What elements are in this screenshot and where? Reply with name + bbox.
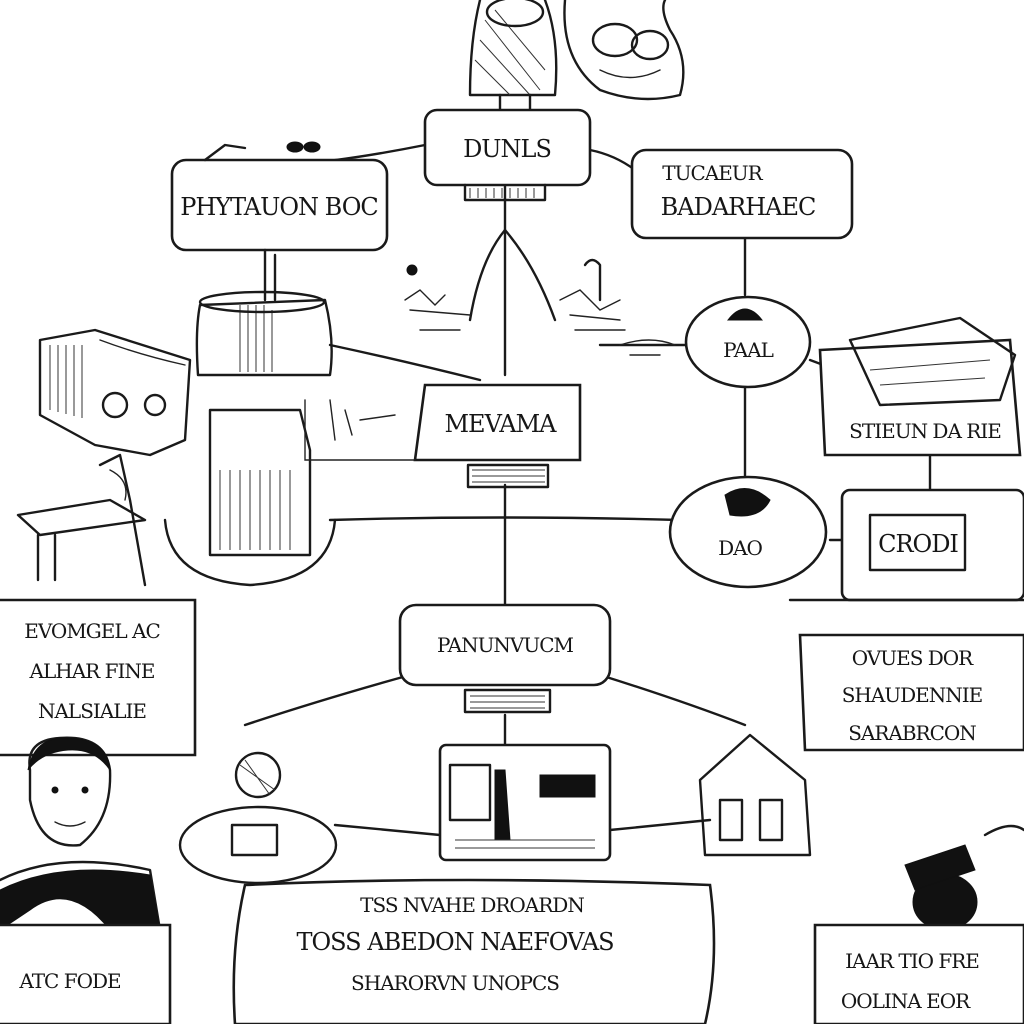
right-note-line-1: OVUES DOR	[852, 646, 974, 670]
node-right-box-label: STIEUN DA RIE	[849, 419, 1001, 443]
node-top-right-label-2: BADARHAEC	[661, 193, 816, 221]
right-note: OVUES DOR SHAUDENNIE SARABRCON	[798, 633, 1024, 752]
top-figure-sketch	[468, 0, 558, 117]
camera-sketch	[904, 824, 1024, 931]
node-right-circle-lower-label: DAO	[718, 536, 762, 560]
bottom-center-note: TSS NVAHE DROARDN TOSS ABEDON NAEFOVAS S…	[232, 878, 716, 1024]
bottom-left-note: ATC FODE	[0, 923, 172, 1024]
node-right-circle-upper: PAAL	[684, 295, 812, 389]
left-note: EVOMGEL AC ALHAR FINE NALSIALIE	[0, 598, 197, 757]
node-top-center: DUNLS	[423, 108, 592, 202]
left-globe-sketch	[38, 328, 192, 457]
bottom-center-device-sketch	[438, 743, 612, 862]
node-middle-center: MEVAMA	[304, 383, 582, 489]
bottom-left-label: ATC FODE	[18, 969, 120, 993]
bottom-center-line-3: SHARORVN UNOPCS	[351, 971, 559, 995]
bottom-right-line-1: IAAR TIO FRE	[845, 949, 979, 973]
right-note-line-3: SARABRCON	[848, 721, 976, 745]
bottom-center-line-1: TSS NVAHE DROARDN	[360, 893, 584, 917]
node-top-right: TUCAEUR BADARHAEC	[630, 148, 854, 240]
left-note-line-3: NALSIALIE	[38, 699, 146, 723]
right-note-line-2: SHAUDENNIE	[842, 683, 983, 707]
bottom-center-line-2: TOSS ABEDON NAEFOVAS	[296, 928, 613, 956]
node-right-box: STIEUN DA RIE	[818, 316, 1022, 457]
node-top-left: PHYTAUON BOC	[170, 141, 389, 302]
node-right-circle-lower: DAO	[668, 475, 828, 589]
connector-lines	[243, 143, 932, 837]
left-machine-sketch	[163, 408, 337, 587]
node-top-right-label-1: TUCAEUR	[662, 161, 763, 185]
node-top-left-label: PHYTAUON BOC	[180, 193, 378, 221]
node-lower-center-label: PANUNVUCM	[437, 633, 574, 657]
node-lower-center: PANUNVUCM	[398, 603, 612, 714]
top-right-face-sketch	[563, 0, 685, 101]
bottom-left-lamp-sketch	[178, 751, 338, 885]
node-right-screen: CRODI	[788, 488, 1024, 602]
bottom-right-note: IAAR TIO FRE OOLINA EOR	[813, 923, 1024, 1024]
left-note-line-1: EVOMGEL AC	[24, 619, 160, 643]
node-right-screen-label: CRODI	[878, 530, 958, 558]
portrait-sketch	[0, 736, 162, 937]
node-right-circle-upper-label: PAAL	[723, 338, 774, 362]
left-cylinder-sketch	[195, 290, 333, 377]
node-top-center-label: DUNLS	[463, 135, 551, 163]
left-desk-sketch	[16, 453, 147, 587]
left-note-line-2: ALHAR FINE	[29, 659, 155, 683]
bottom-right-line-2: OOLINA EOR	[841, 989, 971, 1013]
center-scene-sketch	[329, 258, 676, 441]
bottom-right-house-sketch	[698, 733, 812, 857]
node-middle-center-label: MEVAMA	[444, 410, 557, 438]
